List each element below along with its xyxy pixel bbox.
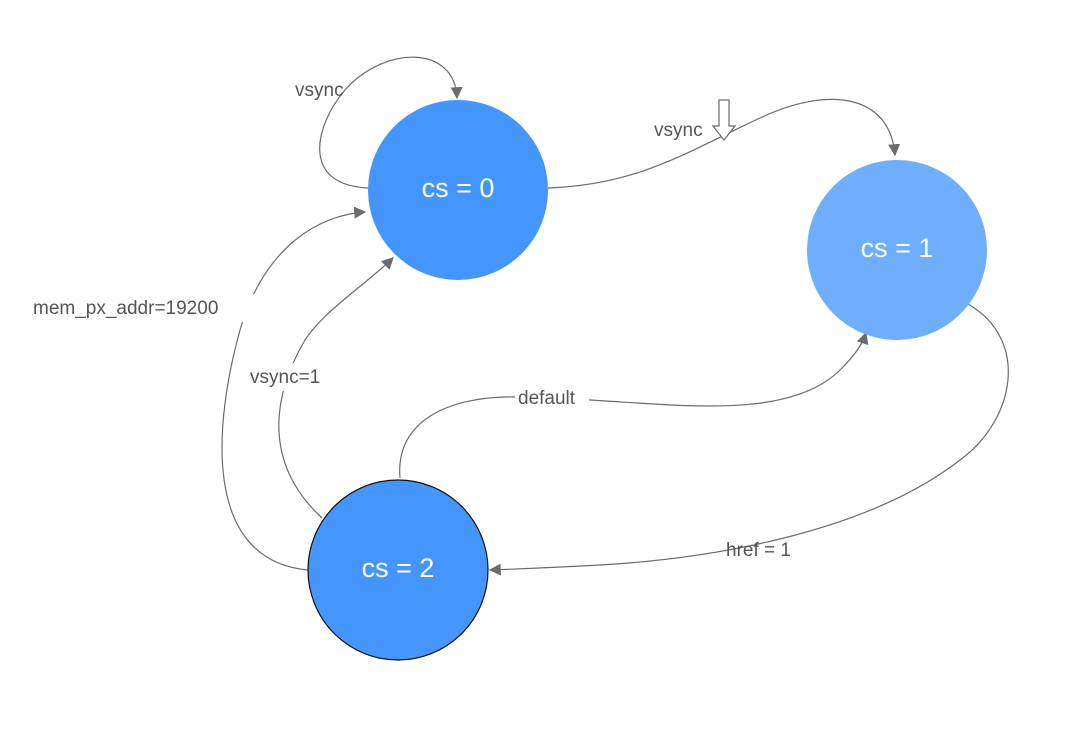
edge-label: default (518, 388, 576, 409)
edge-line (278, 257, 394, 519)
transition-s2-to-s1: default (399, 331, 869, 479)
state-label: cs = 2 (362, 553, 435, 583)
edge-line (399, 331, 869, 479)
state-cs-2: cs = 2 (307, 479, 489, 661)
state-circle (807, 160, 987, 340)
transition-s0-self: vsync (295, 56, 463, 189)
state-circle (368, 100, 548, 280)
transition-s2-to-s0-inner: vsync=1 (248, 257, 394, 519)
state-label: cs = 0 (422, 173, 495, 203)
down-arrow-outline-icon (711, 99, 737, 141)
edge-line (547, 98, 901, 189)
transition-s1-to-s2: href = 1 (488, 303, 1009, 576)
label-background (30, 294, 270, 322)
state-label: cs = 1 (861, 233, 934, 263)
state-circle (307, 479, 489, 661)
edge-label: vsync (295, 80, 344, 101)
label-background (248, 363, 334, 391)
edge-line (319, 56, 463, 189)
edge-label: vsync (654, 120, 703, 141)
edge-label: vsync=1 (250, 367, 320, 388)
edge-line (221, 206, 367, 571)
state-cs-0: cs = 0 (368, 100, 548, 280)
label-background (515, 385, 589, 411)
transition-s2-to-s0-outer: mem_px_addr=19200 (30, 206, 367, 571)
edge-line (488, 303, 1009, 576)
transition-s0-to-s1: vsync (547, 98, 901, 189)
state-cs-1: cs = 1 (807, 160, 987, 340)
edge-label: mem_px_addr=19200 (33, 298, 218, 319)
edge-label: href = 1 (726, 540, 791, 561)
